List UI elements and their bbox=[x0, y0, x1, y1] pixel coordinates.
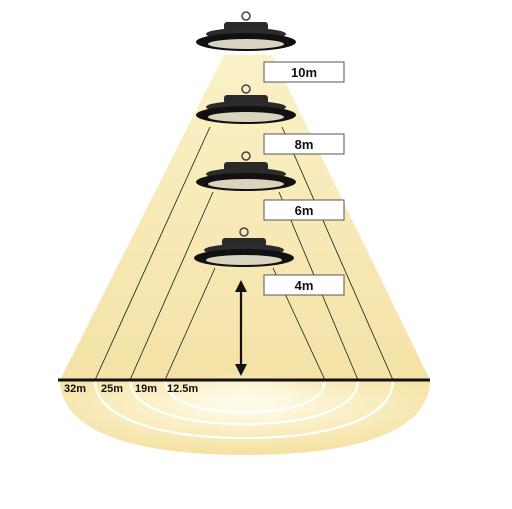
fixture-4m bbox=[194, 227, 294, 267]
diameter-label-19m: 19m bbox=[135, 383, 157, 395]
beam-cone-outer bbox=[60, 55, 430, 380]
footprint-rings bbox=[93, 379, 395, 440]
height-label-4m: 4m bbox=[263, 274, 345, 296]
height-label-6m: 6m bbox=[263, 199, 345, 221]
height-label-text: 6m bbox=[295, 203, 314, 218]
height-arrow-icon bbox=[235, 280, 247, 376]
hanging-hook-icon bbox=[241, 11, 251, 21]
beam-lines bbox=[94, 126, 394, 381]
floor-hotspot bbox=[175, 372, 315, 428]
height-label-text: 4m bbox=[295, 278, 314, 293]
height-label-10m: 10m bbox=[263, 61, 345, 83]
fixture-10m bbox=[196, 11, 296, 51]
height-label-8m: 8m bbox=[263, 133, 345, 155]
height-label-text: 8m bbox=[295, 137, 314, 152]
height-label-text: 10m bbox=[291, 65, 317, 80]
diameter-label-12-5m: 12.5m bbox=[167, 383, 198, 395]
diameter-label-32m: 32m bbox=[64, 383, 86, 395]
fixture-6m bbox=[196, 151, 296, 191]
fixture-8m bbox=[196, 84, 296, 124]
diameter-label-25m: 25m bbox=[101, 383, 123, 395]
